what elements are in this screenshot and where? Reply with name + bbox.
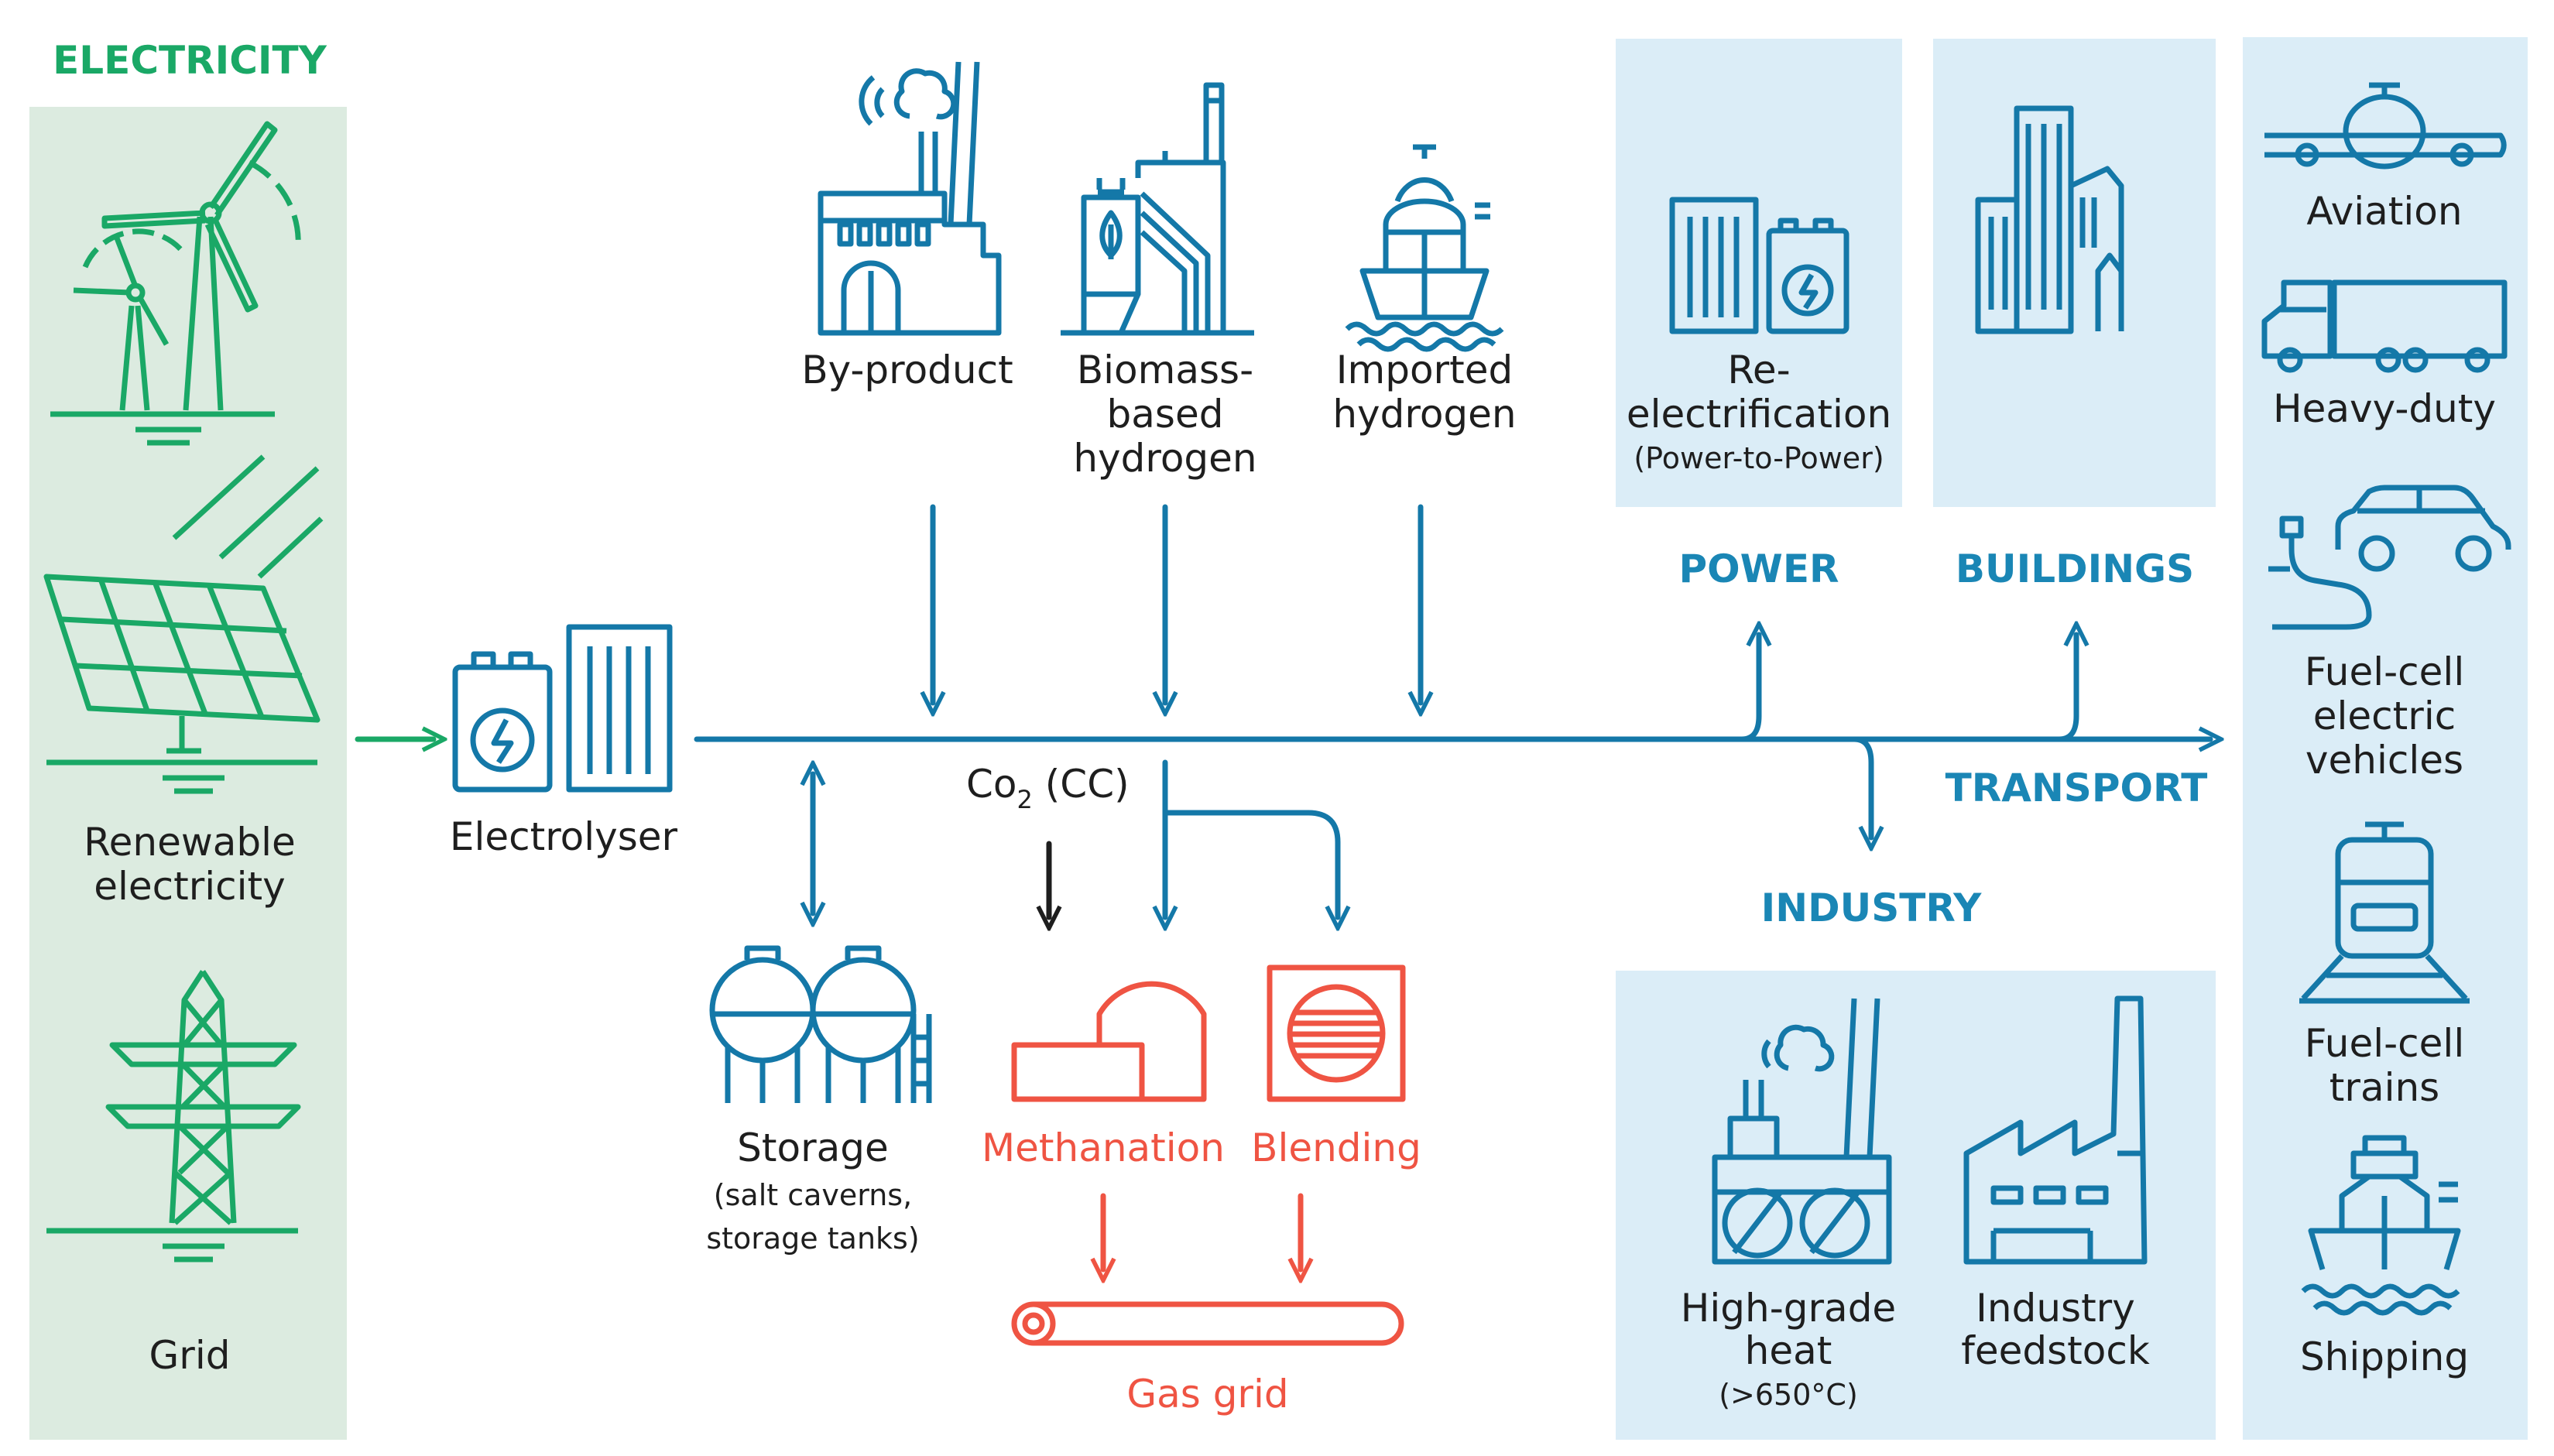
pylon-icon [46,970,301,1262]
truck-icon [2261,279,2508,373]
storage-tanks-icon [709,945,932,1103]
industry-label-heat-2: heat [1745,1328,1832,1373]
industry-label-feedstock-2: feedstock [1961,1328,2150,1373]
transport-header: TRANSPORT [1945,766,2208,810]
transport-label-heavy-duty: Heavy-duty [2273,386,2496,431]
biomass-plant-icon [1061,82,1254,336]
industry-label-heat-1: High-grade [1681,1286,1896,1331]
blending-branch-arrow [1162,810,1338,917]
source-label-imported-1: Imported [1336,348,1513,392]
factory-feedstock-icon [1963,995,2148,1265]
solar-panel-icon [43,454,324,794]
renewable-electricity-label-1: Renewable [84,820,296,865]
storage-sub-2: storage tanks) [706,1221,919,1256]
source-label-biomass-1: Biomass- [1077,348,1253,392]
power-label-2: electrification [1627,392,1891,437]
blending-icon [1267,964,1406,1102]
power-to-power-icon [1669,197,1850,334]
power-label-1: Re- [1727,348,1790,392]
co2-subscript: 2 [1017,785,1033,814]
methanation-label: Methanation [982,1125,1225,1170]
power-sub: (Power-to-Power) [1634,441,1884,475]
industrial-plant-icon [1712,998,1892,1265]
blending-label: Blending [1251,1125,1421,1170]
storage-sub-1: (salt caverns, [714,1178,912,1212]
buildings-arrow [2056,635,2076,742]
fuel-cell-car-icon [2268,485,2511,630]
transport-label-aviation: Aviation [2306,189,2462,234]
industry-label-heat-sub: (>650°C) [1719,1378,1858,1412]
electricity-panel [29,107,347,1440]
industry-arrow [1851,736,1871,838]
airplane-icon [2264,82,2507,170]
power-header: POWER [1679,546,1839,591]
electrolyser-icon [452,624,673,793]
transport-label-shipping: Shipping [2300,1334,2469,1379]
ship-icon [2301,1135,2461,1316]
wind-turbine-icon [50,121,301,446]
transport-label-fcev-3: vehicles [2305,738,2463,783]
tanker-ship-icon [1345,144,1504,352]
storage-label: Storage [737,1125,889,1170]
power-arrow [1739,635,1759,742]
co2-suffix: (CC) [1033,762,1130,807]
train-icon [2299,821,2470,1004]
source-label-biomass-3: hydrogen [1073,436,1256,481]
co2-label: Co2 (CC) [966,762,1130,814]
grid-label: Grid [149,1333,231,1378]
transport-label-fcev-1: Fuel-cell [2305,649,2464,694]
co2-text: Co [966,762,1017,807]
buildings-header: BUILDINGS [1956,546,2194,591]
source-label-by-product: By-product [801,348,1013,392]
transport-label-train-1: Fuel-cell [2305,1021,2464,1066]
renewable-electricity-label-2: electricity [94,864,286,909]
methanation-icon [1011,981,1207,1102]
source-label-imported-2: hydrogen [1332,392,1516,437]
pipeline-icon [1011,1301,1404,1346]
source-label-biomass-2: based [1107,392,1224,437]
gas-grid-label: Gas grid [1126,1372,1288,1417]
industry-label-feedstock-1: Industry [1976,1286,2135,1331]
factory-icon [818,61,1002,336]
transport-label-train-2: trains [2329,1065,2439,1110]
power-panel [1616,39,1902,507]
buildings-icon [1975,105,2124,334]
transport-label-fcev-2: electric [2313,694,2456,738]
electricity-header: ELECTRICITY [53,38,327,83]
industry-header: INDUSTRY [1761,886,1982,930]
electrolyser-label: Electrolyser [450,814,678,859]
